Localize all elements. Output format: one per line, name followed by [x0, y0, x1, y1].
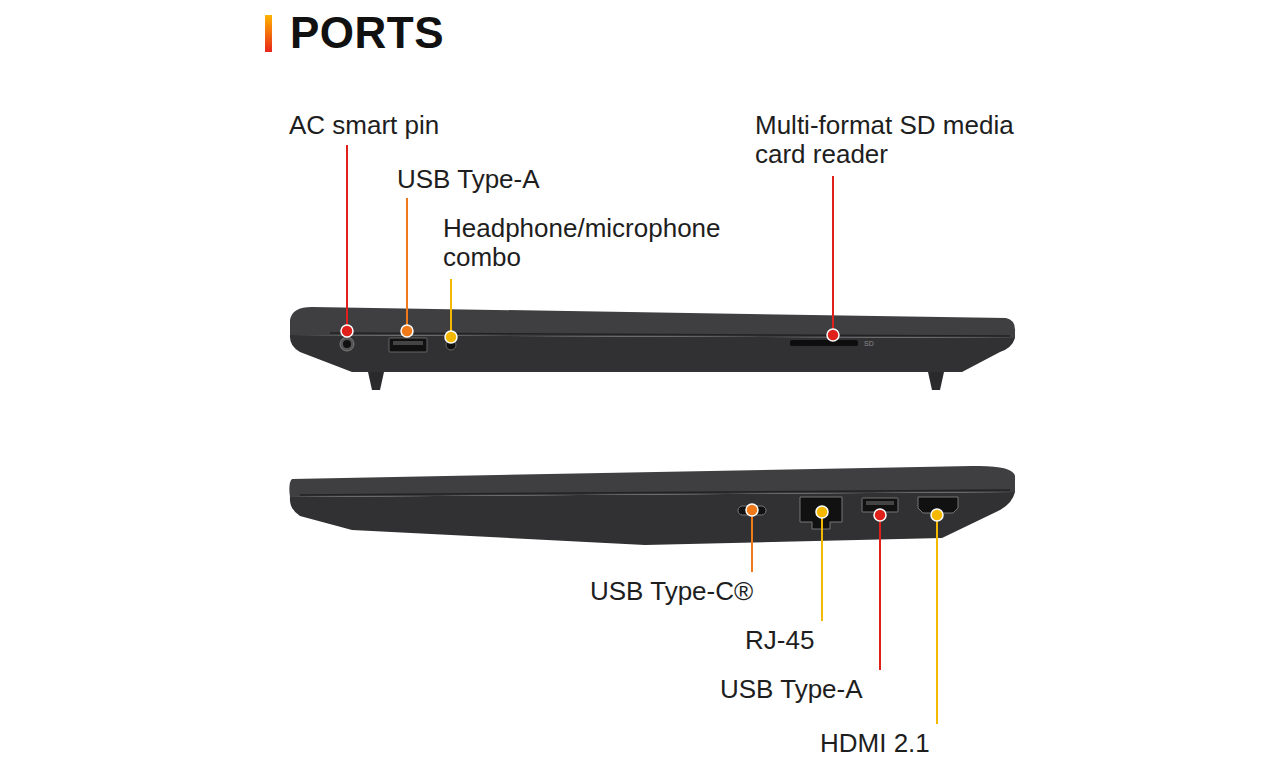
laptop-right-side — [289, 466, 1015, 545]
port-label: Headphone/microphone combo — [443, 214, 773, 272]
leader-lines — [347, 145, 937, 724]
port-label: USB Type-A — [397, 165, 540, 194]
port-label: USB Type-A — [720, 675, 863, 704]
port-marking: SD — [864, 340, 874, 348]
port-markers — [341, 325, 943, 521]
port-label: USB Type-C® — [590, 577, 753, 606]
port-label: RJ-45 — [745, 626, 814, 655]
port-label: AC smart pin — [289, 111, 439, 140]
port-label: HDMI 2.1 — [820, 729, 930, 758]
page-title: PORTS — [290, 8, 444, 58]
port-label: Multi-format SD media card reader — [755, 111, 1025, 169]
title-bar — [265, 15, 272, 52]
laptop-left-side — [290, 307, 1015, 390]
